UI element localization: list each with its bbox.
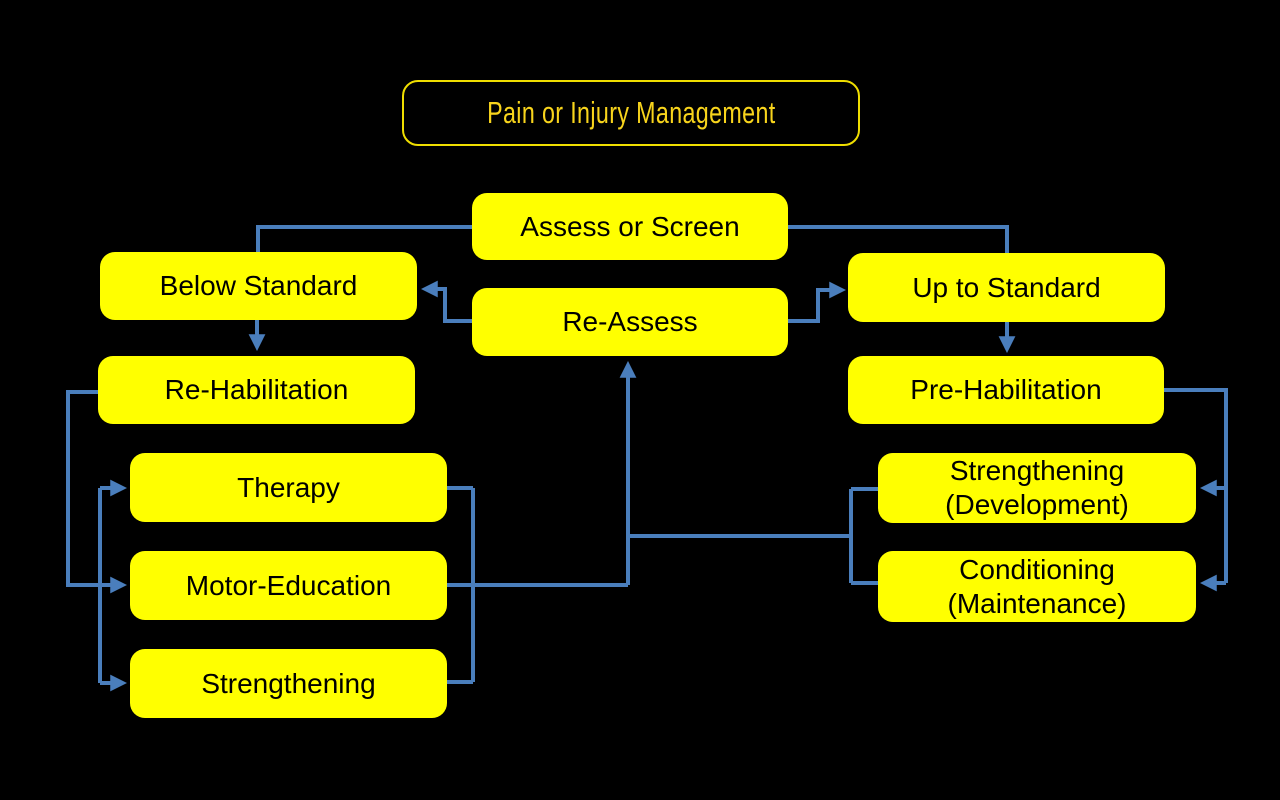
- node-label: Assess or Screen: [520, 210, 740, 242]
- node-label: Re-Assess: [562, 306, 698, 338]
- node-label: Motor-Education: [185, 569, 392, 601]
- node-re-habilitation: Re-Habilitation: [98, 356, 415, 424]
- node-pre-habilitation: Pre-Habilitation: [848, 356, 1164, 424]
- node-conditioning-maintenance: Conditioning (Maintenance): [878, 551, 1196, 622]
- connector-prehab-rail: [1163, 388, 1228, 583]
- node-label: Pre-Habilitation: [910, 374, 1102, 406]
- node-label: Strengthening: [201, 667, 376, 699]
- node-label: Strengthening (Development): [945, 455, 1129, 520]
- node-assess-or-screen: Assess or Screen: [472, 193, 788, 260]
- node-below-standard: Below Standard: [100, 252, 417, 320]
- node-re-assess: Re-Assess: [472, 288, 788, 356]
- node-strengthening: Strengthening: [130, 649, 447, 718]
- node-strengthening-development: Strengthening (Development): [878, 453, 1196, 523]
- connector-assess-to-upto: [788, 225, 1009, 253]
- node-up-to-standard: Up to Standard: [848, 253, 1165, 322]
- connector-reassess-to-below: [420, 280, 472, 323]
- connector-rehab-to-motor: [66, 390, 128, 594]
- diagram-title: Pain or Injury Management: [486, 95, 776, 130]
- node-label: Therapy: [237, 471, 340, 503]
- node-label: Up to Standard: [912, 271, 1101, 303]
- node-label: Conditioning (Maintenance): [947, 553, 1127, 619]
- connector-reassess-to-upto: [788, 281, 847, 323]
- connector-assess-to-below: [256, 225, 472, 252]
- node-label: Below Standard: [159, 270, 358, 302]
- node-motor-education: Motor-Education: [130, 551, 447, 620]
- diagram-title-box: Pain or Injury Management: [402, 80, 860, 146]
- node-label: Re-Habilitation: [164, 374, 349, 406]
- node-therapy: Therapy: [130, 453, 447, 522]
